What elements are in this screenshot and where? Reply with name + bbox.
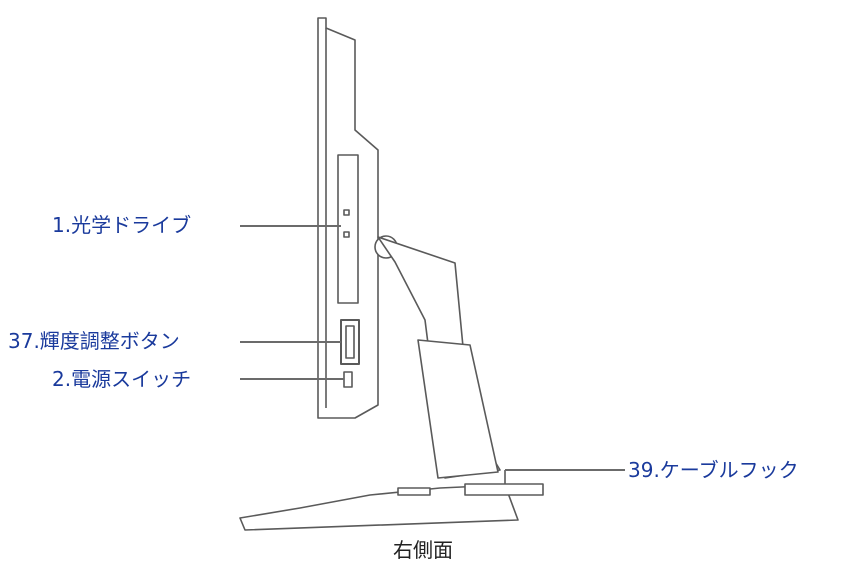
stand-column bbox=[417, 339, 499, 479]
optical-drive-slot bbox=[337, 154, 359, 304]
power-switch-shape bbox=[343, 371, 353, 388]
callout-optical-drive: 1.光学ドライブ bbox=[52, 213, 192, 237]
callout-brightness-buttons: 37.輝度調整ボタン bbox=[8, 329, 180, 353]
callout-cable-hook: 39.ケーブルフック bbox=[628, 458, 799, 482]
figure-caption: 右側面 bbox=[393, 538, 453, 562]
cable-hook-shape bbox=[464, 483, 544, 496]
callout-power-switch: 2.電源スイッチ bbox=[52, 367, 192, 391]
